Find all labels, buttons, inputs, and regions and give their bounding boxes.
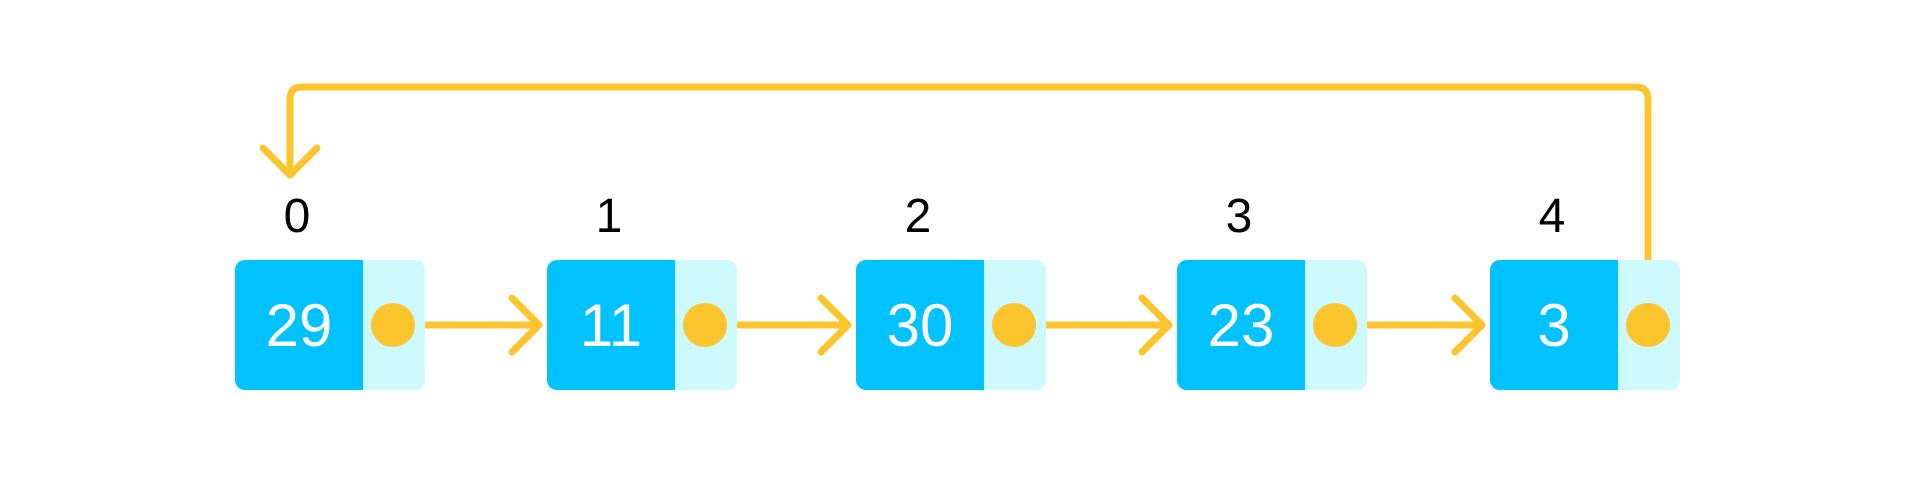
arrowhead-icon — [1451, 294, 1486, 356]
pointer-dot-icon — [992, 303, 1036, 347]
node-value: 23 — [1208, 292, 1275, 359]
node-value-section — [1490, 260, 1618, 390]
node-index-label: 2 — [905, 190, 932, 243]
pointer-dot-icon — [371, 303, 415, 347]
node-index-label: 0 — [284, 190, 311, 243]
list-node: 29 0 — [235, 190, 425, 390]
node-index-label: 1 — [596, 190, 623, 243]
node-index-label: 4 — [1539, 190, 1566, 243]
node-value: 3 — [1537, 292, 1570, 359]
node-value: 30 — [887, 292, 954, 359]
node-value: 29 — [266, 292, 333, 359]
loop-back-line — [286, 83, 1652, 329]
node-value-section — [856, 260, 984, 390]
arrowhead-icon — [817, 294, 852, 356]
pointer-dot-icon — [1626, 303, 1670, 347]
arrowhead-icon — [1138, 294, 1173, 356]
arrowhead-icon — [259, 144, 321, 179]
node-value: 11 — [580, 292, 642, 359]
node-value-section — [547, 260, 675, 390]
node-index-label: 3 — [1226, 190, 1253, 243]
next-pointer-link — [259, 83, 1652, 329]
list-node: 23 3 — [1177, 190, 1367, 390]
node-value-section — [235, 260, 363, 390]
pointer-dot-icon — [683, 303, 727, 347]
node-value-section — [1177, 260, 1305, 390]
list-node: 34 — [1490, 190, 1680, 390]
pointer-dot-icon — [1313, 303, 1357, 347]
arrowhead-icon — [508, 294, 543, 356]
list-node: 111 — [547, 190, 737, 390]
list-node: 30 2 — [856, 190, 1046, 390]
